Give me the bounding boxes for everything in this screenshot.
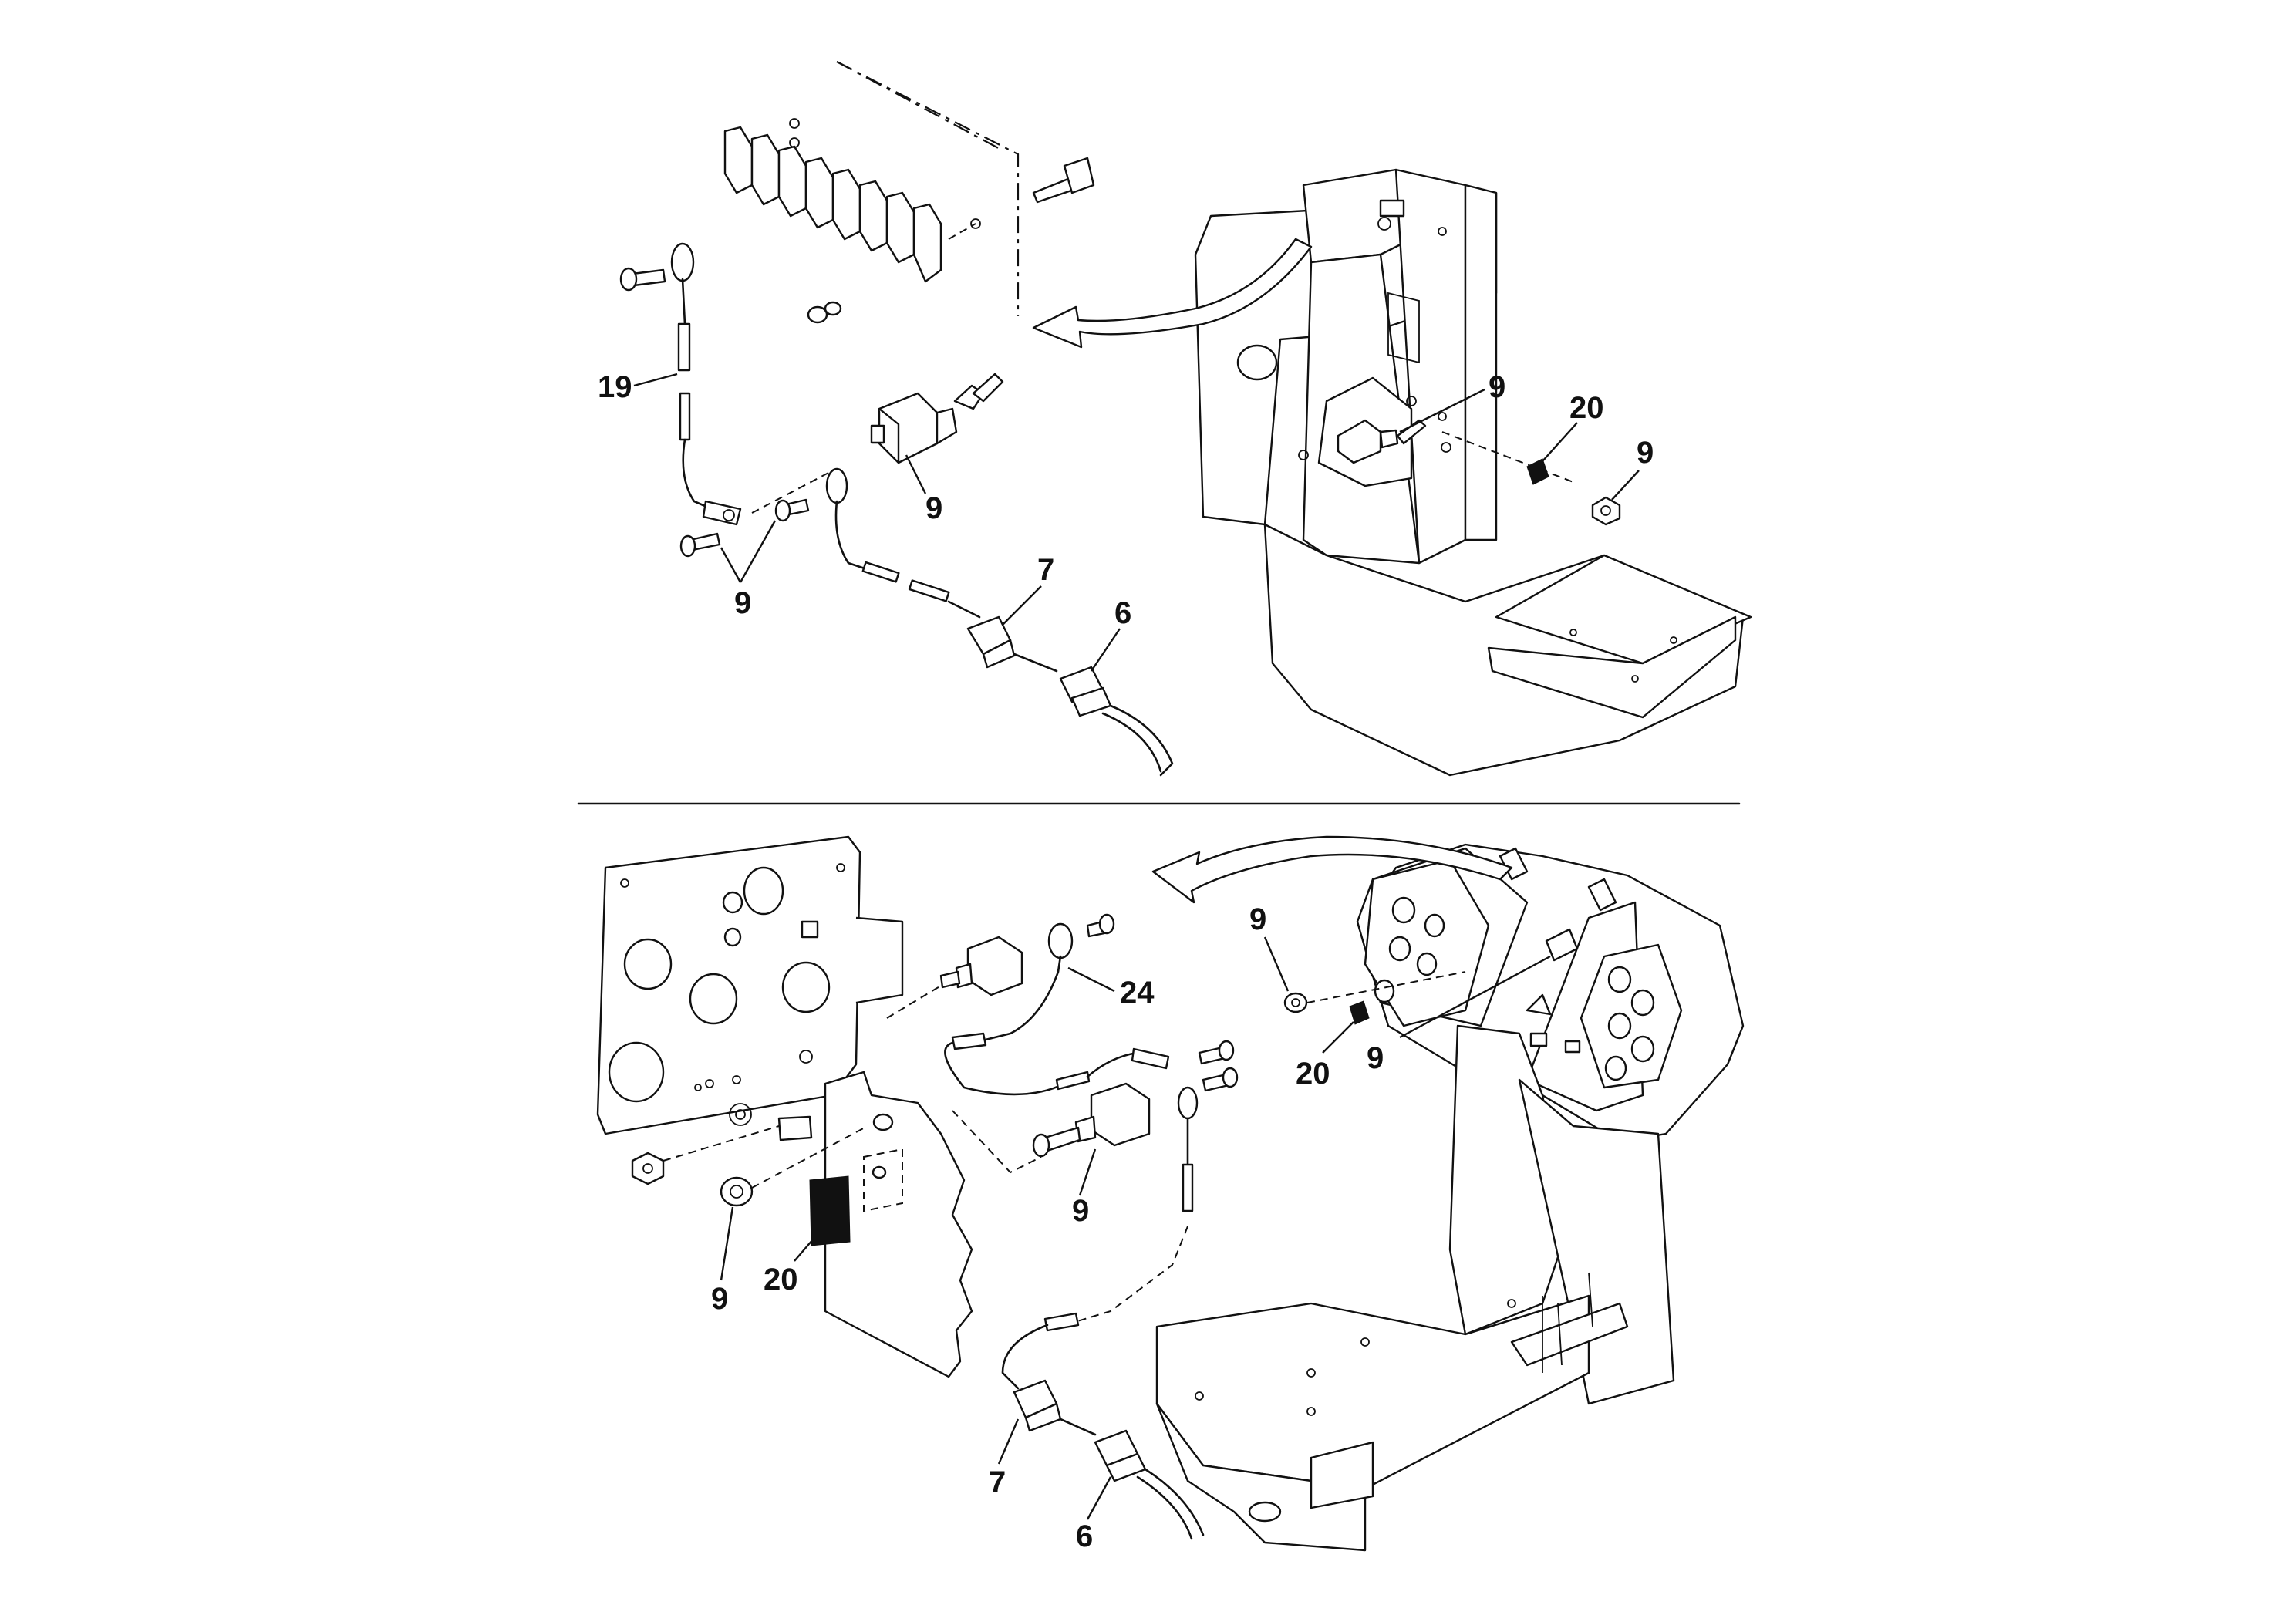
seat-pedestal-top (1194, 168, 1752, 777)
nut-right (1283, 992, 1308, 1013)
callout-20-right: 20 (1296, 1021, 1354, 1091)
svg-text:9: 9 (1367, 1041, 1384, 1075)
callout-24-bottom: 24 (1067, 966, 1155, 1010)
washer-nut (807, 301, 842, 324)
callout-9-right-nut: 9 (1249, 902, 1290, 992)
direction-arrow-bottom (1151, 835, 1513, 904)
instrument-panel-plate (596, 835, 904, 1135)
svg-text:9: 9 (1489, 370, 1505, 404)
top-exploded-view: 19 9 9 7 6 9 20 9 (598, 61, 1752, 777)
bracket-cutaway (729, 1071, 973, 1378)
decal-20-right (1349, 1000, 1370, 1025)
callout-9-washer-bottom: 9 (711, 1206, 734, 1316)
svg-text:6: 6 (1076, 1519, 1093, 1553)
svg-text:20: 20 (1296, 1057, 1330, 1091)
nut-left (631, 1152, 665, 1185)
panel-outline-dashed (836, 61, 1020, 316)
svg-text:20: 20 (764, 1263, 798, 1297)
decal-20-top (1526, 458, 1549, 485)
svg-text:20: 20 (1569, 391, 1604, 425)
nut-top (1591, 496, 1621, 526)
callout-7-bottom: 7 (989, 1418, 1020, 1499)
callout-9-switch-top: 9 (905, 454, 942, 525)
toggle-switch-upper-bottom (886, 936, 1023, 1019)
washer-left (720, 1176, 754, 1207)
callout-9-inset-top: 9 (1399, 370, 1505, 433)
callout-7-top: 7 (1002, 553, 1054, 626)
svg-text:6: 6 (1114, 596, 1131, 630)
wire-harness-bottom (1001, 1086, 1205, 1540)
svg-text:9: 9 (1249, 902, 1266, 936)
direction-arrow-top (1032, 238, 1313, 349)
svg-text:19: 19 (598, 370, 632, 404)
mounting-screw (1032, 157, 1095, 204)
wire-harness-top (825, 467, 1174, 777)
wire-24 (944, 922, 1170, 1096)
callout-9-switch-bottom: 9 (1072, 1148, 1097, 1228)
callout-6-bottom: 6 (1076, 1476, 1112, 1553)
svg-text:9: 9 (1637, 436, 1654, 470)
svg-text:7: 7 (1037, 553, 1054, 587)
svg-text:9: 9 (1072, 1194, 1089, 1228)
decal-20-bottom (809, 1175, 851, 1246)
terminal-strip (723, 118, 981, 283)
svg-text:9: 9 (925, 491, 942, 525)
svg-text:9: 9 (734, 586, 751, 620)
callout-20-plate-bottom: 20 (764, 1233, 818, 1297)
callout-9-screws-top: 9 (720, 520, 777, 620)
svg-text:24: 24 (1120, 976, 1155, 1010)
callout-20-top: 20 (1542, 391, 1604, 462)
callout-6-top: 6 (1091, 596, 1131, 672)
svg-text:9: 9 (711, 1282, 728, 1316)
bottom-exploded-view: 24 9 9 20 7 6 9 20 (596, 835, 1745, 1553)
callout-9-right: 9 (1367, 955, 1551, 1075)
callout-19-top: 19 (598, 370, 678, 404)
callout-9-nut-top: 9 (1611, 436, 1654, 501)
switch-inset-top (1317, 376, 1427, 487)
control-panel-right (1364, 847, 1683, 1089)
toggle-switch-top (870, 373, 1004, 464)
screw (631, 268, 666, 287)
svg-text:7: 7 (989, 1465, 1006, 1499)
toggle-switch-lower-bottom (952, 1082, 1151, 1174)
ground-wire-19 (670, 242, 742, 526)
